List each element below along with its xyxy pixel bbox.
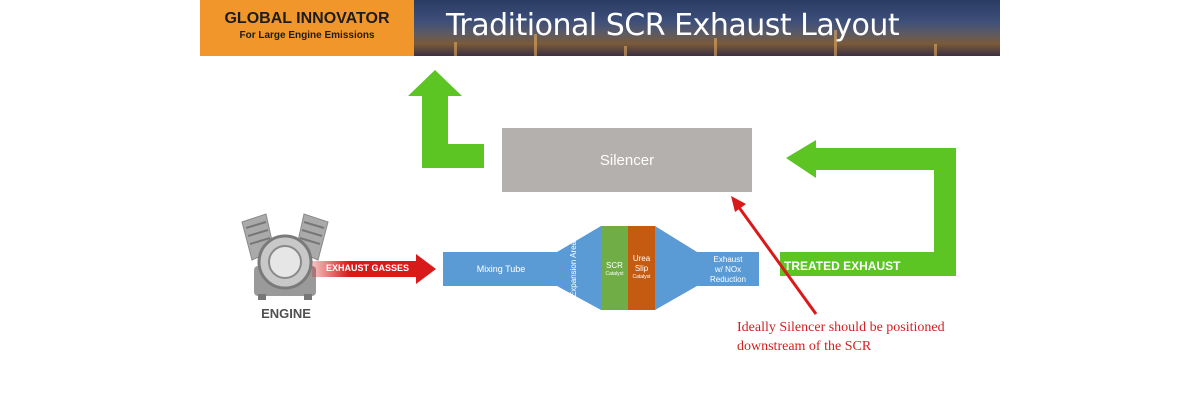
- engine-fin: [301, 229, 323, 237]
- silencer-box: Silencer: [502, 128, 752, 192]
- outlet-cone: [655, 226, 697, 310]
- title-banner: Traditional SCR Exhaust Layout: [414, 0, 1000, 56]
- engine-fin: [247, 229, 269, 237]
- outlet-arrow-icon: [408, 70, 484, 168]
- urea-slip-label-text: Urea Slip: [632, 254, 651, 273]
- urea-slip-label: Urea Slip Catalyst: [628, 254, 655, 281]
- engine-fin: [303, 221, 325, 229]
- pointer-arrow-head: [731, 196, 746, 212]
- expansion-area-label: Expansion Area: [569, 240, 578, 298]
- urea-slip-catalyst: [628, 226, 655, 310]
- placement-note: Ideally Silencer should be positioned do…: [737, 320, 945, 354]
- exhaust-gasses-arrow-shape: [312, 254, 436, 284]
- pointer-arrow-line: [736, 205, 818, 315]
- engine-foot: [258, 294, 266, 300]
- exhaust-out-line2: w/ NOx: [714, 265, 742, 274]
- engine-hub: [268, 245, 302, 279]
- return-arrow-icon: [780, 140, 956, 276]
- exhaust-out-line1: Exhaust: [713, 255, 743, 264]
- city-light: [624, 46, 627, 56]
- city-light: [934, 44, 937, 56]
- exhaust-out-line3: Reduction: [709, 275, 747, 284]
- urea-slip-catalyst-sub: Catalyst: [632, 274, 651, 280]
- scr-assembly: [443, 226, 759, 310]
- city-light: [834, 30, 837, 56]
- exhaust-outlet: [697, 252, 759, 286]
- city-light: [534, 34, 537, 56]
- treated-exhaust-label: TREATED EXHAUST: [784, 259, 901, 273]
- exhaust-gasses-label: EXHAUST GASSES: [326, 263, 410, 273]
- mixing-tube: [443, 252, 557, 286]
- engine-icon: [241, 213, 329, 300]
- scr-catalyst: [601, 226, 628, 310]
- scr-label-text: SCR: [606, 261, 623, 270]
- brand-subtitle: For Large Engine Emissions: [239, 30, 375, 41]
- pointer-arrow-icon: [731, 196, 818, 315]
- engine-foot: [304, 294, 312, 300]
- exhaust-gasses-arrow-icon: [312, 254, 436, 284]
- city-light: [714, 38, 717, 56]
- outlet-arrow-shape: [408, 70, 484, 168]
- engine-fin: [245, 221, 267, 229]
- scr-label: SCR Catalyst: [601, 261, 628, 278]
- expansion-cone: [557, 226, 601, 310]
- exhaust-out-label: Exhaust w/ NOx Reduction: [697, 255, 759, 285]
- brand-banner: GLOBAL INNOVATOR For Large Engine Emissi…: [200, 0, 414, 56]
- scr-catalyst-sub: Catalyst: [605, 271, 624, 277]
- engine-label: ENGINE: [261, 306, 311, 321]
- engine-fin: [299, 237, 321, 245]
- page-title: Traditional SCR Exhaust Layout: [446, 8, 900, 43]
- city-light: [454, 42, 457, 56]
- engine-fin: [249, 237, 271, 245]
- mixing-tube-label: Mixing Tube: [476, 264, 526, 274]
- return-arrow-shape: [780, 140, 956, 276]
- brand-title: GLOBAL INNOVATOR: [224, 10, 390, 27]
